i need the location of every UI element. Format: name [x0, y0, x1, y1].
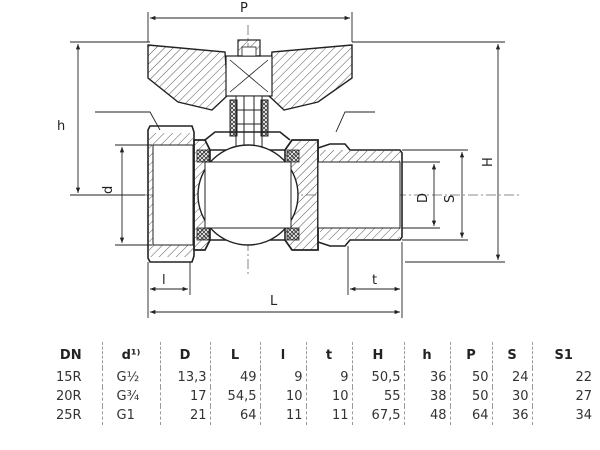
table-cell: 22	[575, 370, 592, 385]
label-S: S	[443, 195, 458, 203]
label-D: D	[416, 193, 431, 203]
table-cell: 55	[352, 387, 405, 406]
ball	[196, 144, 300, 246]
table-cell: 17	[160, 387, 211, 406]
header-d-thread: d¹⁾	[102, 342, 161, 368]
dimension-D	[402, 161, 440, 229]
table-cell: 9	[306, 368, 353, 387]
label-P: P	[240, 1, 248, 16]
dimension-d	[115, 144, 152, 246]
table-cell: G¾	[102, 387, 161, 406]
stem	[229, 95, 269, 155]
header-L: L	[210, 342, 261, 368]
table-cell: 64	[210, 406, 261, 425]
table-cell: 11	[306, 406, 353, 425]
table-cell: 30	[492, 387, 533, 406]
dimension-H	[352, 41, 505, 263]
table-cell: 36	[492, 406, 533, 425]
dimensions-table: DN d¹⁾ D L l t H h P S S1 15R G½ 13,3 49…	[40, 342, 595, 425]
butterfly-handle	[147, 44, 353, 111]
header-D: D	[160, 342, 211, 368]
table-cell: 10	[306, 387, 353, 406]
header-dn: DN	[40, 342, 103, 368]
table-cell: 50,5	[352, 368, 405, 387]
table-cell: 25R	[40, 406, 103, 425]
table-cell: 27	[575, 389, 592, 404]
table-cell: 49	[210, 368, 261, 387]
dimension-h	[70, 41, 150, 196]
table-cell: 34	[575, 408, 592, 423]
table-row: 20R G¾ 17 54,5 10 10 55 38 50 30 27	[40, 387, 595, 406]
table-cell: 38	[404, 387, 451, 406]
label-H: H	[481, 157, 496, 167]
header-S: S	[492, 342, 533, 368]
table-cell: 48	[404, 406, 451, 425]
header-P: P	[450, 342, 493, 368]
header-H: H	[352, 342, 405, 368]
table-cell: G1	[102, 406, 161, 425]
table-cell: 13,3	[160, 368, 211, 387]
dimension-t	[347, 242, 403, 295]
dimension-S	[402, 149, 468, 241]
table-cell: 10	[260, 387, 307, 406]
table-cell: 21	[160, 406, 211, 425]
header-h: h	[404, 342, 451, 368]
table-cell: 15R	[40, 368, 103, 387]
valve-technical-drawing: P h H d D S l	[57, 1, 520, 318]
table-header-row: DN d¹⁾ D L l t H h P S S1	[40, 342, 595, 368]
header-S1: S1	[554, 347, 573, 363]
header-t: t	[306, 342, 353, 368]
table-cell: 67,5	[352, 406, 405, 425]
table-cell: 24	[492, 368, 533, 387]
label-t: t	[372, 273, 377, 288]
valve-body	[147, 125, 403, 263]
table-row: 15R G½ 13,3 49 9 9 50,5 36 50 24 22	[40, 368, 595, 387]
header-l: l	[260, 342, 307, 368]
table-cell: G½	[102, 368, 161, 387]
dimension-L	[147, 295, 403, 318]
table-cell: 36	[404, 368, 451, 387]
table-cell: 50	[450, 368, 493, 387]
table-cell: 20R	[40, 387, 103, 406]
label-l: l	[162, 273, 166, 288]
table-cell: 54,5	[210, 387, 261, 406]
label-h: h	[57, 119, 65, 134]
table-cell: 50	[450, 387, 493, 406]
dimension-l	[147, 262, 191, 295]
table-cell: 9	[260, 368, 307, 387]
dimension-P	[147, 12, 353, 42]
table-cell: 64	[450, 406, 493, 425]
table-cell: 11	[260, 406, 307, 425]
stem-nut	[237, 39, 261, 57]
table-row: 25R G1 21 64 11 11 67,5 48 64 36 34	[40, 406, 595, 425]
label-d: d	[101, 186, 116, 194]
label-L: L	[270, 294, 278, 309]
